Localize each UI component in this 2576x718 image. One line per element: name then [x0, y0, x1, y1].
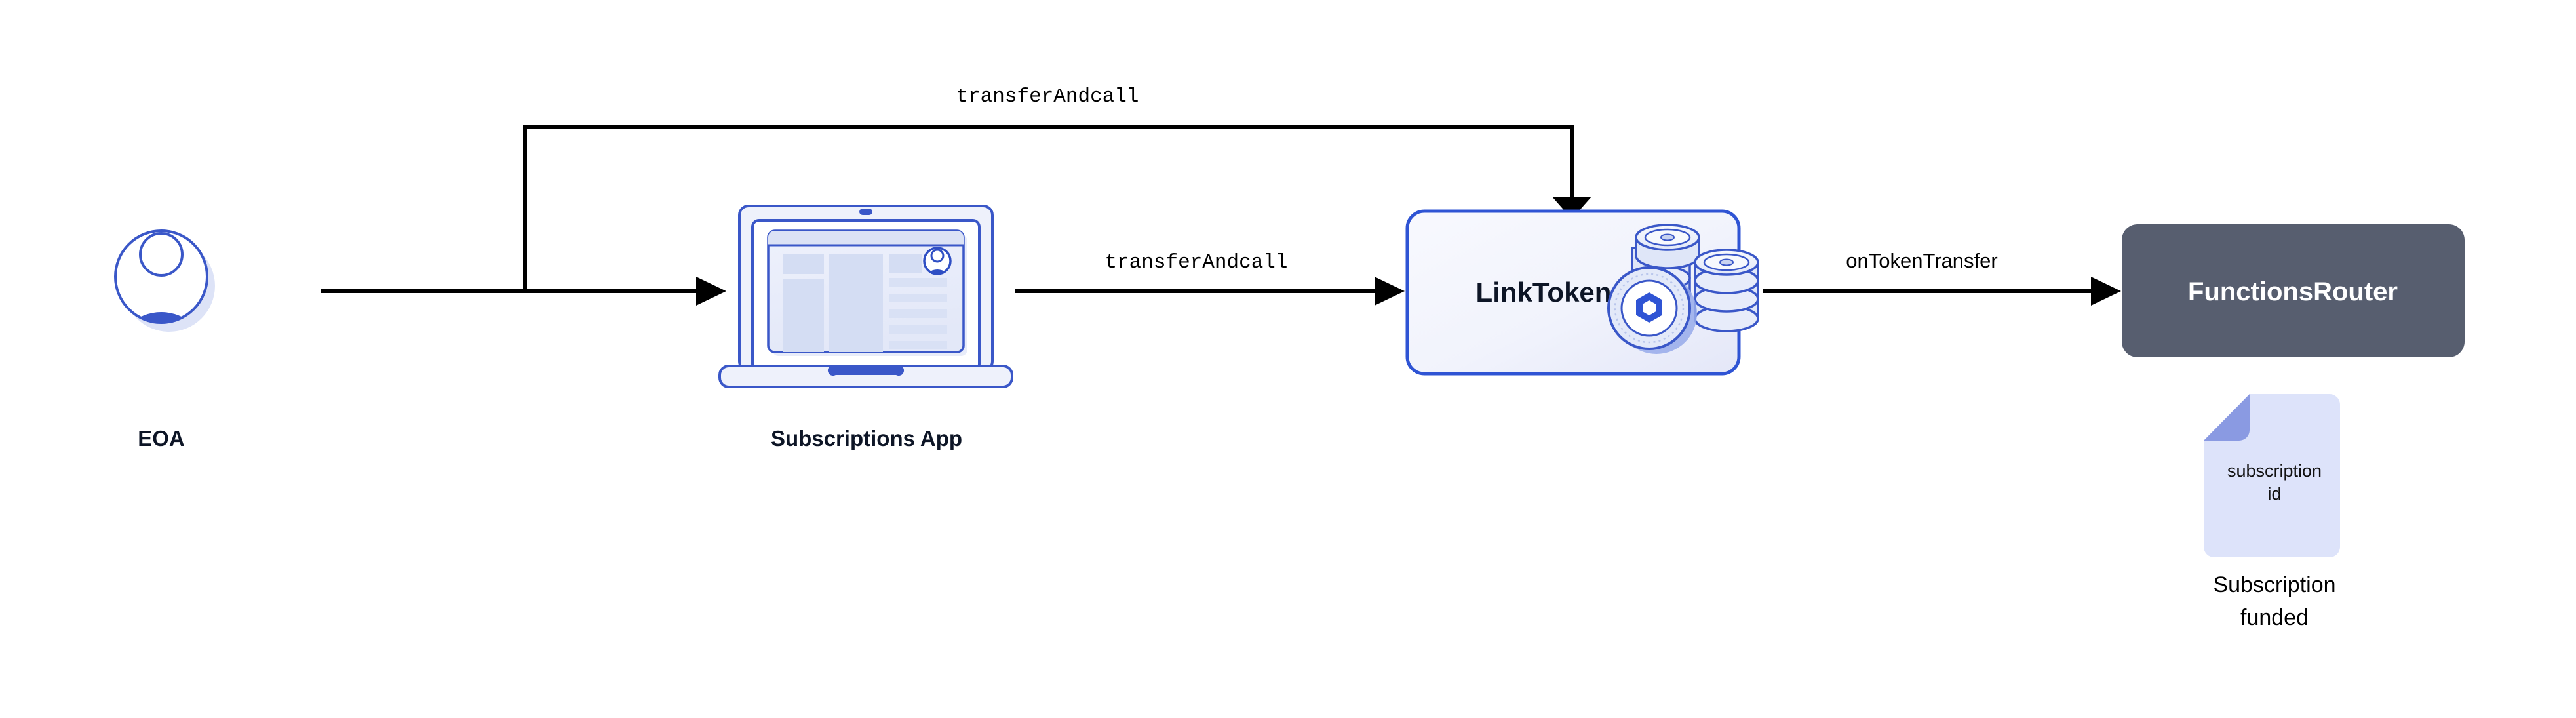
- browser-titlebar: [768, 231, 964, 245]
- app-block-sidebar-top: [783, 254, 824, 274]
- node-subscriptions-app[interactable]: Subscriptions App: [718, 205, 1013, 450]
- node-label-functionsrouter: FunctionsRouter: [2188, 277, 2398, 306]
- laptop-screen-content: [768, 231, 964, 352]
- coin-right-top-hex: [1719, 258, 1734, 266]
- app-block-sidebar-body: [783, 279, 824, 352]
- arrowhead-right-app: [696, 277, 726, 306]
- document-text-line-2: id: [2267, 484, 2281, 504]
- app-block-main: [829, 254, 883, 352]
- edge-label-ontokentransfer: onTokenTransfer: [1846, 249, 1997, 272]
- app-line-4: [889, 325, 947, 334]
- laptop-camera-icon: [859, 209, 872, 215]
- coin-front-dotted-ring: [1614, 273, 1685, 344]
- edge-linktoken-to-functionsrouter: onTokenTransfer: [1763, 249, 2121, 306]
- arrowhead-right-linktoken: [1375, 277, 1405, 306]
- arrowhead-right-router: [2091, 277, 2121, 306]
- chainlink-hexagon-inner: [1643, 300, 1656, 315]
- functionsrouter-box: [2122, 224, 2465, 357]
- app-line-5: [889, 341, 947, 349]
- node-label-subscriptions-app: Subscriptions App: [771, 426, 962, 450]
- node-linktoken[interactable]: LinkToken: [1405, 209, 1759, 376]
- document-fold-corner: [2204, 394, 2250, 441]
- app-user-avatar-head: [930, 249, 945, 263]
- node-eoa[interactable]: EOA: [114, 229, 215, 450]
- edge-eoa-to-subscriptions-app: [321, 277, 726, 306]
- node-caption-subscription-line-1: Subscription: [2213, 572, 2335, 597]
- edge-eoa-to-linktoken-top: transferAndcall: [523, 85, 1591, 291]
- app-block-right-top: [889, 254, 922, 273]
- node-caption-subscription-line-2: funded: [2240, 605, 2309, 630]
- edge-subscriptions-app-to-linktoken: transferAndcall: [1015, 251, 1405, 306]
- laptop-icon: [718, 205, 1013, 388]
- app-line-2: [889, 294, 947, 302]
- app-line-1: [889, 278, 947, 287]
- node-label-eoa: EOA: [138, 426, 185, 450]
- edge-path-transfer-top: [523, 125, 1574, 291]
- edge-label-transfer-mid: transferAndcall: [1104, 251, 1287, 274]
- laptop-trackpad-notch: [827, 366, 905, 376]
- edge-label-transfer-top: transferAndcall: [956, 85, 1139, 108]
- app-line-3: [889, 309, 947, 318]
- arrowhead-down-linktoken: [1552, 197, 1591, 219]
- document-text-line-1: subscription: [2227, 461, 2322, 481]
- coin-left-top-hex: [1660, 233, 1675, 241]
- user-avatar-head-icon: [139, 232, 184, 277]
- node-functionsrouter[interactable]: FunctionsRouter: [2122, 224, 2465, 357]
- link-coins-icon: [1607, 224, 1759, 354]
- node-subscription-doc[interactable]: subscription id Subscription funded: [2204, 394, 2340, 630]
- node-label-linktoken: LinkToken: [1476, 277, 1612, 308]
- document-icon: [2204, 394, 2340, 557]
